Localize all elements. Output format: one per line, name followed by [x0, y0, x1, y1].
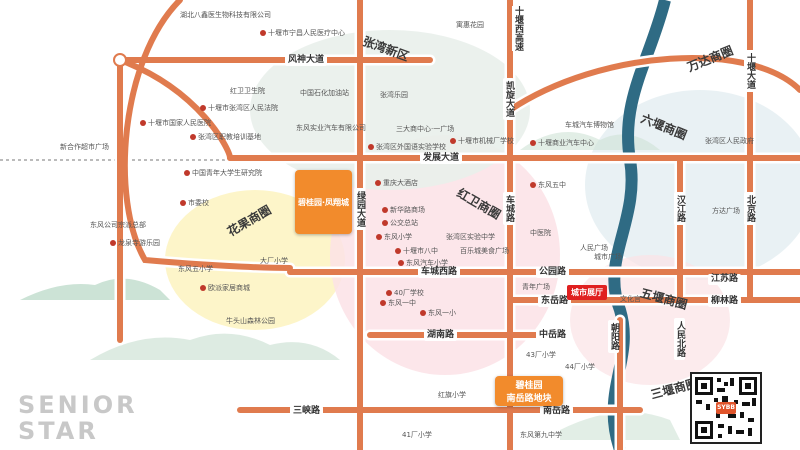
- watermark: SENIOR STAR: [18, 392, 138, 444]
- poi: 公交总站: [382, 220, 418, 227]
- poi: 张湾区职教培训基地: [190, 134, 261, 141]
- road-hunan: 湖南路: [424, 330, 458, 341]
- poi: 十堰市国家人民医院: [140, 120, 211, 127]
- poi: 十堰市八中: [395, 248, 438, 255]
- qr-pattern-icon: [695, 377, 757, 439]
- poi: 东风一中: [380, 300, 416, 307]
- road-shiyandadao: 十堰大道: [744, 50, 755, 92]
- mountain-left: [20, 278, 170, 300]
- poi: 41厂小学: [402, 431, 432, 439]
- poi: 青年广场: [522, 283, 550, 291]
- poi: 重庆大酒店: [375, 180, 418, 187]
- qr-code[interactable]: SYBB: [690, 372, 762, 444]
- watermark-line1: SENIOR: [18, 391, 138, 419]
- project-main[interactable]: 碧桂园·凤翔城: [295, 170, 352, 234]
- road-chaoyang: 朝阳路: [608, 320, 619, 353]
- road-chechengxi: 车城西路: [418, 267, 461, 278]
- poi: 牛头山森林公园: [226, 317, 275, 325]
- poi: 红卫卫生院: [230, 87, 265, 95]
- roundabout: [113, 53, 127, 67]
- road-beijing: 北京路: [744, 192, 755, 225]
- poi: 市委校: [180, 200, 209, 207]
- road-fazhan: 发展大道: [420, 153, 463, 164]
- poi: 龙泉寺游乐园: [110, 240, 160, 247]
- road-jiangsu: 江苏路: [708, 274, 742, 285]
- poi: 40厂学校: [386, 290, 424, 297]
- qr-badge: SYBB: [716, 402, 736, 414]
- poi: 中国石化加油站: [300, 89, 349, 97]
- poi: 44厂小学: [565, 363, 595, 371]
- road-chechengbei: 车城路: [503, 192, 514, 225]
- road-nanyue: 南岳路: [540, 406, 574, 417]
- poi: 人民广场: [580, 244, 608, 252]
- poi: 张湾区实验中学: [446, 233, 495, 241]
- poi: 大厂小学: [260, 257, 288, 265]
- poi: 张湾区外国语实验学校: [368, 144, 446, 151]
- poi: 东风实业汽车有限公司: [296, 124, 366, 132]
- mountain-bottom: [90, 333, 340, 360]
- hongwei-zone: [330, 135, 560, 375]
- poi: 三大商中心·一广场: [396, 125, 455, 133]
- poi: 欧派家居商城: [200, 285, 250, 292]
- poi: 43厂小学: [526, 351, 556, 359]
- road-renmin: 人民北路: [674, 318, 685, 360]
- sales-office-label: 城市展厅: [571, 288, 603, 297]
- road-dongyue: 东岳路: [538, 296, 572, 307]
- poi: 中国青年大学生研究院: [184, 170, 262, 177]
- poi: 中医院: [530, 229, 551, 237]
- project-site-name: 碧桂园: [515, 381, 543, 391]
- poi: 东风五中: [530, 182, 566, 189]
- poi: 十堰市机械厂学校: [450, 138, 514, 145]
- poi: 车城汽车博物馆: [565, 121, 614, 129]
- poi: 张湾区人民政府: [705, 137, 754, 145]
- poi: 东风五小学: [178, 265, 213, 273]
- zhangwan-zone: [250, 30, 530, 190]
- poi: 东风小学: [376, 234, 412, 241]
- poi: 寓惠花园: [456, 21, 484, 29]
- road-luyuan: 绿园大道: [354, 188, 365, 230]
- poi: 东风汽车小学: [398, 260, 448, 267]
- poi: 红旗小学: [438, 391, 466, 399]
- poi: 新合作超市广场: [60, 143, 109, 151]
- poi: 方达广场: [712, 207, 740, 215]
- project-main-name: 碧桂园·凤翔城: [297, 197, 350, 207]
- road-fengshen: 风神大道: [285, 55, 328, 66]
- road-sanxia: 三峡路: [290, 406, 324, 417]
- road-gongyuan: 公园路: [536, 267, 570, 278]
- poi: 城市广场: [594, 253, 622, 261]
- poi: 十堰市宁昌人民医疗中心: [260, 30, 345, 37]
- poi: 新华路商场: [382, 207, 425, 214]
- road-kaixuan: 凯旋大道: [503, 78, 514, 120]
- poi: 东风一小: [420, 310, 456, 317]
- poi: 东风第九中学: [520, 431, 562, 439]
- poi: 湖北八鑫医生物科技有限公司: [180, 11, 271, 19]
- poi: 东风公司宗派总部: [90, 221, 146, 229]
- project-site[interactable]: 碧桂园 南岳路地块: [495, 376, 563, 406]
- poi: 百乐城美食广场: [460, 247, 509, 255]
- poi: 文化宫: [620, 295, 641, 303]
- road-zhongyue: 中岳路: [536, 330, 570, 341]
- watermark-line2: STAR: [18, 417, 99, 445]
- roads: [117, 0, 800, 450]
- poi: 张湾乐园: [380, 91, 408, 99]
- poi: 十堰市张湾区人民法院: [200, 105, 278, 112]
- project-site-sub: 南岳路地块: [506, 394, 552, 404]
- poi: 十堰商业汽车中心: [530, 140, 594, 147]
- road-hanjiang: 汉江路: [674, 192, 685, 225]
- road-highway: 十堰西高速: [512, 6, 525, 51]
- road-liulin: 柳林路: [708, 296, 742, 307]
- sales-office-marker[interactable]: 城市展厅: [567, 285, 607, 300]
